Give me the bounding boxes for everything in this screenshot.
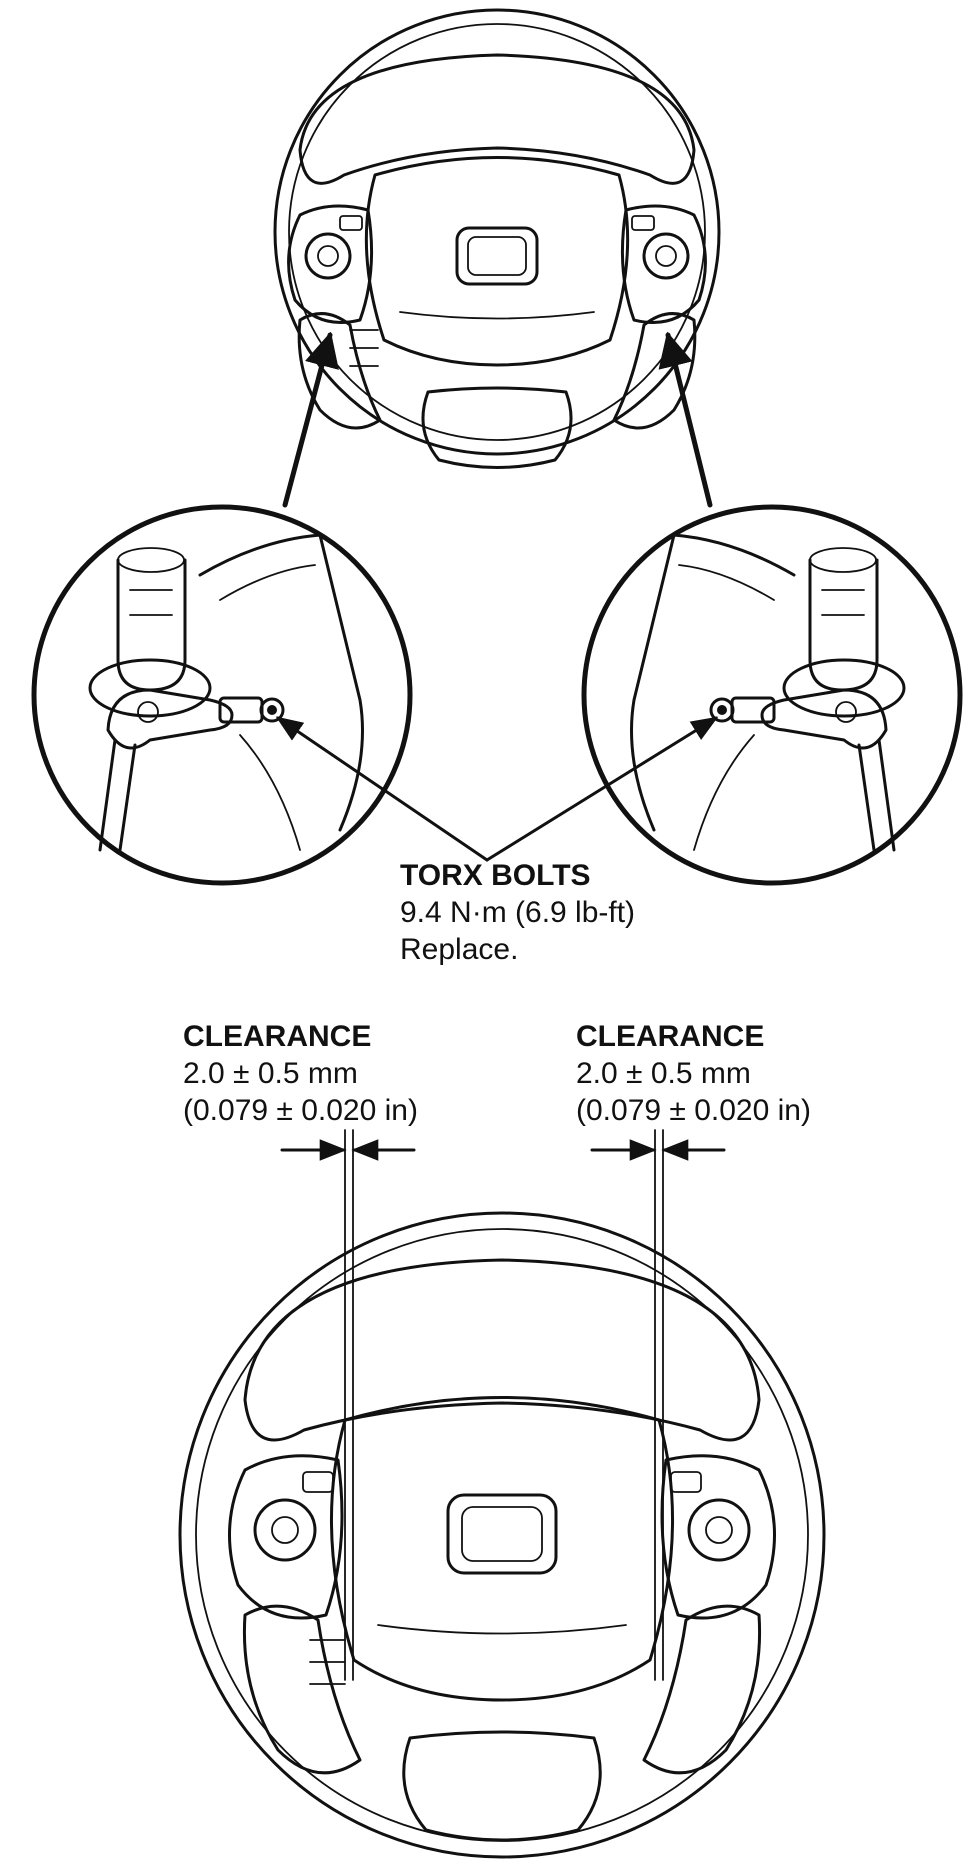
- clearance-callout-left: CLEARANCE 2.0 ± 0.5 mm (0.079 ± 0.020 in…: [183, 1018, 418, 1129]
- torx-bolts-note: Replace.: [400, 933, 519, 966]
- clearance-callout-right: CLEARANCE 2.0 ± 0.5 mm (0.079 ± 0.020 in…: [576, 1018, 811, 1129]
- bottom-steering-wheel: [178, 1211, 826, 1859]
- torx-bolts-title: TORX BOLTS: [400, 859, 591, 892]
- clearance-dimension-right: [590, 1129, 726, 1681]
- clearance-right-metric: 2.0 ± 0.5 mm: [576, 1057, 751, 1090]
- arrow-left-detail: [282, 331, 339, 508]
- arrow-right-detail: [658, 331, 713, 508]
- left-detail-view: [31, 504, 413, 886]
- clearance-right-imperial: (0.079 ± 0.020 in): [576, 1094, 811, 1127]
- clearance-dimension-left: [280, 1129, 416, 1681]
- clearance-left-imperial: (0.079 ± 0.020 in): [183, 1094, 418, 1127]
- right-detail-view: [581, 504, 963, 886]
- torx-bolts-torque: 9.4 N·m (6.9 lb-ft): [400, 896, 636, 929]
- leader-torx-right: [485, 716, 719, 862]
- torx-bolts-callout: TORX BOLTS 9.4 N·m (6.9 lb-ft) Replace.: [400, 857, 635, 968]
- top-steering-wheel: [273, 8, 721, 469]
- clearance-right-title: CLEARANCE: [576, 1020, 765, 1053]
- clearance-left-title: CLEARANCE: [183, 1020, 372, 1053]
- clearance-left-metric: 2.0 ± 0.5 mm: [183, 1057, 358, 1090]
- leader-torx-left: [275, 716, 489, 862]
